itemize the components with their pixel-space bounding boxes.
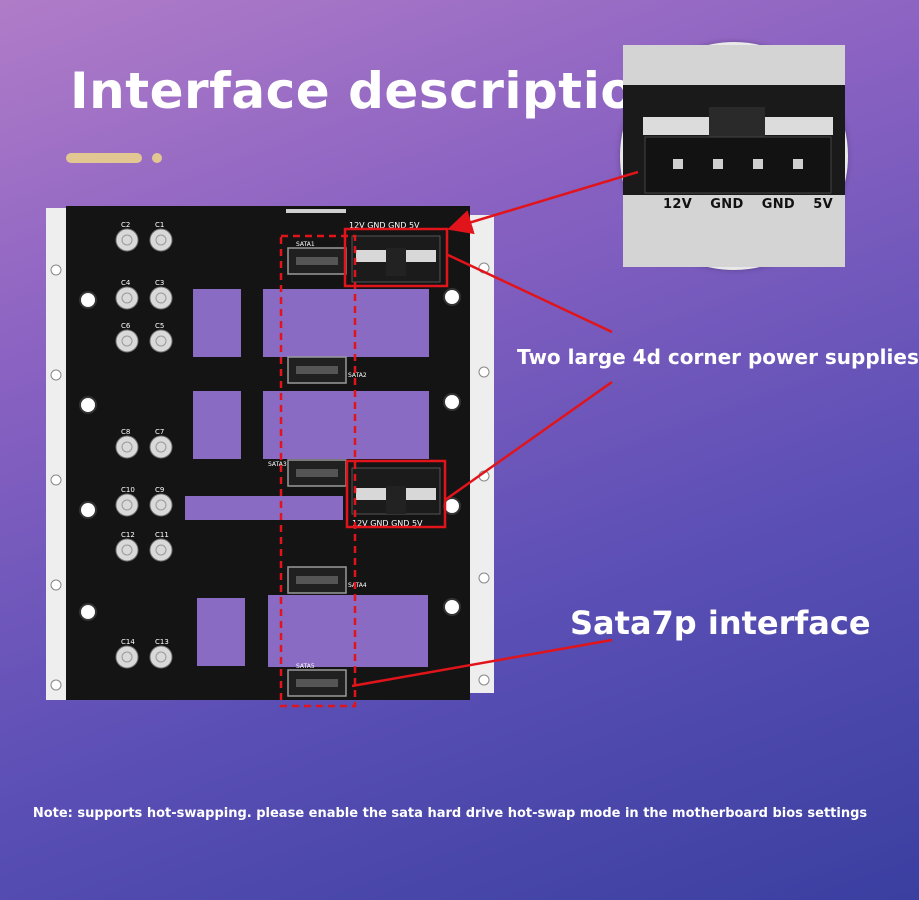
capacitor-label: C7 <box>155 428 164 436</box>
capacitor-c9: C9 <box>149 486 173 517</box>
capacitor-label: C10 <box>121 486 135 494</box>
connector-zoom-inset: 12V GND GND 5V <box>620 42 848 270</box>
sata-port-label: SATA1 <box>296 241 315 248</box>
capacitor-label: C5 <box>155 322 164 330</box>
right-mount-rail <box>470 215 494 693</box>
power-pin-labels-top: 12V GND GND 5V <box>349 221 420 230</box>
capacitor-c13: C13 <box>149 638 173 669</box>
capacitor-c3: C3 <box>149 279 173 310</box>
zoom-pin-12v: 12V <box>663 197 693 212</box>
capacitor-label: C1 <box>155 221 164 229</box>
capacitor-c5: C5 <box>149 322 173 353</box>
power-connector-top <box>351 235 441 283</box>
power-pin-labels-bottom: 12V GND GND 5V <box>352 519 423 528</box>
capacitor-label: C3 <box>155 279 164 287</box>
capacitor-c2: C2 <box>115 221 139 252</box>
capacitor-label: C8 <box>121 428 130 436</box>
capacitor-label: C4 <box>121 279 131 287</box>
capacitor-c12: C12 <box>115 531 139 562</box>
capacitor-c8: C8 <box>115 428 139 459</box>
zoom-pin-gnd-2: GND <box>761 197 796 212</box>
decorative-dot <box>152 153 162 163</box>
page-title: Interface description <box>70 62 672 120</box>
capacitor-c4: C4 <box>115 279 139 310</box>
decorative-bar <box>66 153 142 163</box>
power-supply-label: Two large 4d corner power supplies <box>517 345 919 369</box>
capacitor-c11: C11 <box>149 531 173 562</box>
capacitor-label: C6 <box>121 322 131 330</box>
capacitor-label: C2 <box>121 221 130 229</box>
capacitor-c1: C1 <box>149 221 173 252</box>
capacitor-label: C13 <box>155 638 169 646</box>
power-connector-bottom <box>351 467 441 515</box>
capacitor-c10: C10 <box>115 486 139 517</box>
zoom-pin-gnd-1: GND <box>710 197 744 212</box>
sata-port-label: SATA2 <box>348 372 367 379</box>
capacitor-label: C12 <box>121 531 135 539</box>
capacitor-label: C11 <box>155 531 169 539</box>
sata-port-label: SATA4 <box>348 582 367 589</box>
hot-swap-note: Note: supports hot-swapping. please enab… <box>32 806 868 821</box>
zoom-pin-labels: 12V GND GND 5V <box>663 197 833 212</box>
sata-interface-label: Sata7p interface <box>570 604 871 642</box>
capacitor-c7: C7 <box>149 428 173 459</box>
capacitor-label: C14 <box>121 638 135 646</box>
capacitor-c6: C6 <box>115 322 139 353</box>
capacitor-label: C9 <box>155 486 164 494</box>
sata-port-label: SATA3 <box>268 461 287 468</box>
zoom-pin-5v: 5V <box>813 197 833 212</box>
sata-port-label: SATA5 <box>296 663 315 670</box>
capacitor-c14: C14 <box>115 638 139 669</box>
